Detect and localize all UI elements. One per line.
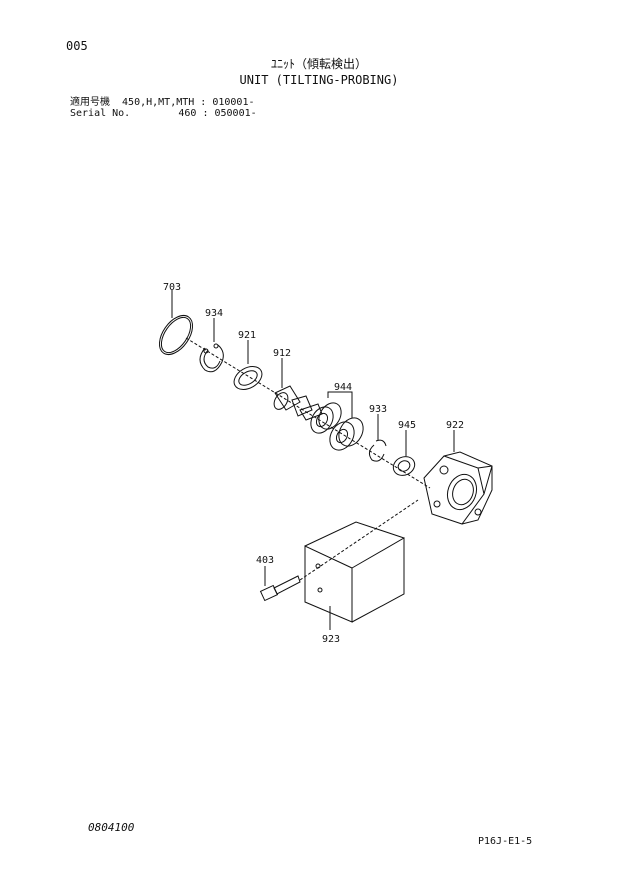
part-label-912: 912: [273, 348, 291, 359]
snap-ring-934: [199, 318, 224, 373]
serial-applicability-line: 適用号機 450,H,MT,MTH : 010001-: [70, 97, 255, 108]
date-code: 0804100: [88, 821, 135, 834]
part-label-921: 921: [238, 330, 256, 341]
part-label-945: 945: [398, 420, 416, 431]
part-label-703: 703: [163, 282, 181, 293]
o-ring-703: [158, 290, 194, 356]
part-label-922: 922: [446, 420, 464, 431]
bolt-axis: [299, 499, 419, 581]
assembly-axis: [185, 337, 431, 489]
serial-number-line: Serial No. 460 : 050001-: [70, 108, 257, 119]
washer-921: [233, 340, 263, 390]
bolt-403: [259, 566, 301, 602]
page-code: P16J-E1-5: [478, 836, 533, 847]
part-label-923: 923: [322, 634, 340, 645]
housing-922: [423, 430, 493, 525]
page-title-english: UNIT (TILTING-PROBING): [239, 73, 399, 87]
bracket-923: [304, 521, 405, 630]
page-title-japanese: ﾕﾆｯﾄ（傾転検出）: [270, 57, 367, 71]
part-label-933: 933: [369, 404, 387, 415]
part-label-403: 403: [256, 555, 274, 566]
part-label-934: 934: [205, 308, 223, 319]
snap-ring-933: [368, 414, 387, 462]
part-label-944: 944: [334, 382, 352, 393]
shaft-912: [273, 358, 323, 421]
part-labels: 703 934 921 912 944 933 945 922 403 923: [163, 282, 464, 645]
page-number: 005: [66, 39, 88, 53]
bearing-944: [310, 391, 364, 451]
